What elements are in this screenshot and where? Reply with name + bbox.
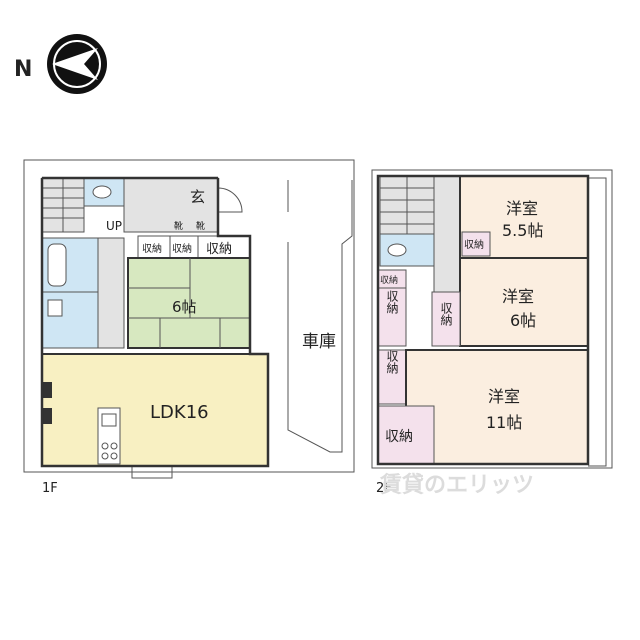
ldk-label: LDK16 [150,402,209,423]
sink-icon [101,413,117,427]
western-room-c [405,349,589,465]
floor-2f-label: 2F [376,481,392,496]
stove-icon [101,442,118,460]
garage-outline [287,180,353,453]
tatami-lines [128,258,250,348]
western-room-b-size: 6帖 [510,311,536,330]
western-room-c-size: 11帖 [486,413,522,432]
toilet-icon [92,185,112,199]
washbasin-icon [47,299,63,317]
shoe-storage-2: 靴 [196,220,205,232]
balcony-2f [588,177,607,467]
storage-small-2f-a-label: 収納 [464,238,484,251]
front-door-swing-icon [217,187,243,213]
western-room-b [459,257,589,347]
north-compass: N [14,34,107,94]
garage-label: 車庫 [302,332,336,352]
storage-v-2f-a-label: 収納 [385,290,399,314]
site-outline-1f [23,159,355,473]
storage-small-1f-a-label: 収納 [142,242,162,255]
toilet-2f-icon [387,243,407,257]
storage-v-2f-b [431,291,461,347]
western-room-a-name: 洋室 [506,199,538,218]
stair-treads-2f [380,176,434,234]
stair-treads-1f [42,178,84,232]
storage-large-1f-label: 収納 [206,242,232,257]
storage-small-2f-a [461,231,491,257]
western-room-b-name: 洋室 [502,287,534,306]
site-outline-2f [371,169,613,469]
western-room-a-size: 5.5帖 [502,221,543,240]
exterior-wall-2f [376,174,590,466]
corridor-1f [97,237,125,349]
bathtub-icon [47,243,67,287]
storage-v-2f-c-label: 収納 [385,350,399,374]
storage-v-2f-b-label: 収納 [439,302,453,326]
exterior-wall-1f [40,176,270,468]
storage-pink-2f-label: 収納 [385,429,413,445]
floor-1f-label: 1F [42,481,58,496]
western-room-c-name: 洋室 [488,387,520,406]
ldk-room [41,353,269,467]
japanese-room-label: 6帖 [172,298,197,316]
storage-small-1f-b-label: 収納 [172,242,192,255]
entrance-label: 玄 [190,188,205,206]
first-floor: 車庫 UP 玄 靴 靴 収納 収納 収納 [40,176,353,496]
stair-up-label: UP [106,219,122,233]
second-floor: DN 洋室 5.5帖 収納 洋室 6帖 収納 収納 収納 収納 洋室 11帖 収… [376,174,607,496]
window-ldk-1 [42,382,52,398]
window-ldk-2 [42,408,52,424]
shoe-storage-1: 靴 [174,220,183,232]
storage-small-2f-b-label: 収納 [380,274,398,286]
entrance-hall [123,177,219,233]
storage-v-2f-c [377,349,407,405]
watermark: 賃貸のエリッツ [379,472,534,498]
north-label: N [14,57,32,82]
north-arrow-icon [52,48,98,80]
storage-v-2f-a [377,287,407,347]
